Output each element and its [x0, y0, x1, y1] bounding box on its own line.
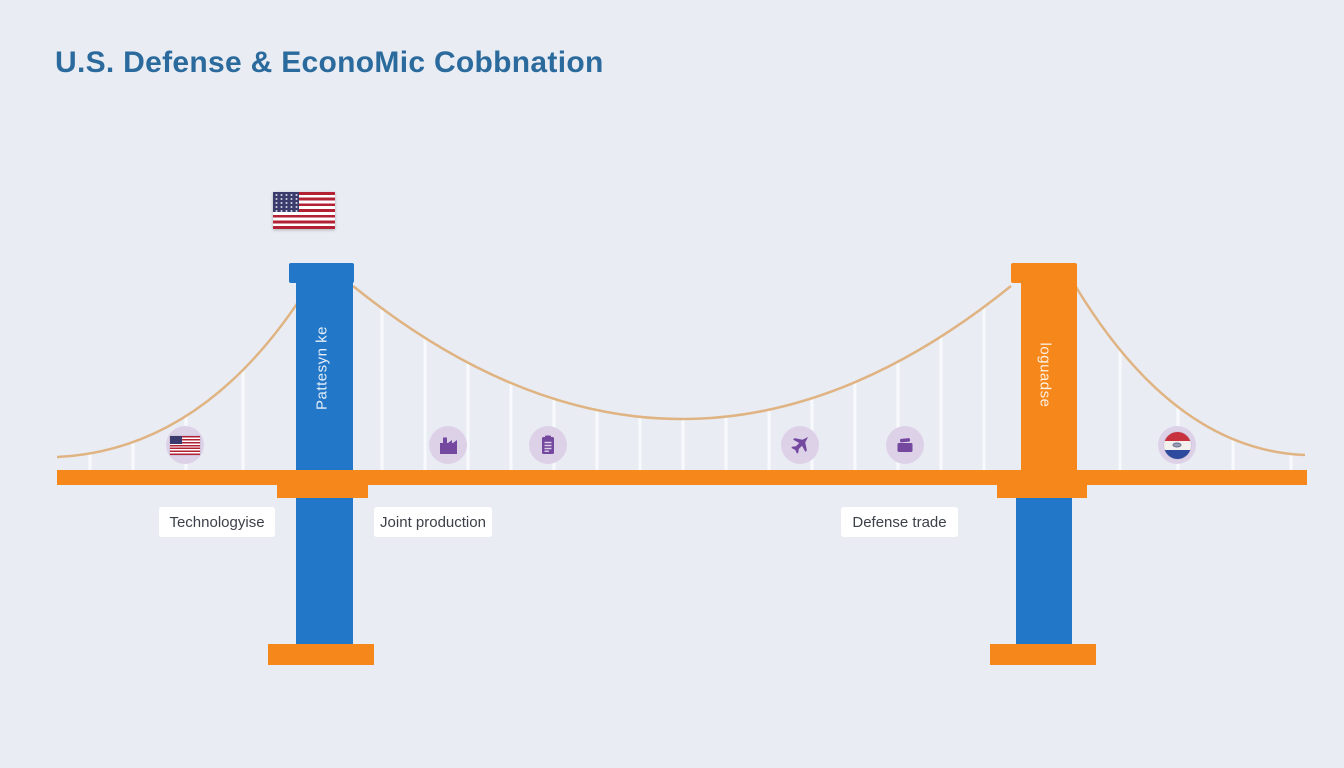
tricolor-flag-badge	[1158, 426, 1196, 464]
right-tower-label: loguadse	[1036, 342, 1054, 408]
right-tower-base	[990, 644, 1096, 665]
right-tower-pedestal	[997, 484, 1087, 498]
briefcase-icon	[897, 438, 913, 452]
briefcase-badge	[886, 426, 924, 464]
left-tower-base	[268, 644, 374, 665]
label-technology: Technologyise	[159, 507, 275, 537]
bridge-deck	[57, 470, 1307, 485]
suspension-cable	[56, 286, 310, 459]
label-joint-production: Joint production	[374, 507, 492, 537]
us-flag-mini-canton	[170, 435, 182, 444]
us-flag-icon	[273, 192, 335, 229]
label-defense-trade: Defense trade	[841, 507, 958, 537]
flag-emblem	[1172, 442, 1182, 448]
clipboard-icon	[542, 435, 554, 454]
factory-icon	[440, 437, 457, 454]
right-tower-column	[1021, 268, 1077, 485]
left-tower-cap	[289, 263, 354, 283]
suspension-cables	[56, 285, 1306, 459]
suspension-cable	[352, 285, 1012, 421]
fighter-jet-icon	[791, 436, 809, 454]
left-tower-pedestal	[277, 484, 368, 498]
clipboard-badge	[529, 426, 567, 464]
factory-badge	[429, 426, 467, 464]
page-title: U.S. Defense & EconoMic Cobbnation	[55, 46, 604, 79]
tricolor-flag-icon	[1163, 431, 1191, 459]
left-tower-label: Pattesyn ke	[313, 326, 331, 410]
left-tower-column	[296, 268, 353, 645]
us-flag-icon	[170, 435, 200, 455]
right-tower-cap	[1011, 263, 1077, 283]
us-flag-canton	[273, 192, 299, 212]
us-flag-badge	[166, 426, 204, 464]
fighter-jet-badge	[781, 426, 819, 464]
suspension-cable	[1074, 286, 1306, 457]
cable-hangers	[88, 307, 1293, 470]
right-tower-lower-column	[1016, 486, 1072, 645]
